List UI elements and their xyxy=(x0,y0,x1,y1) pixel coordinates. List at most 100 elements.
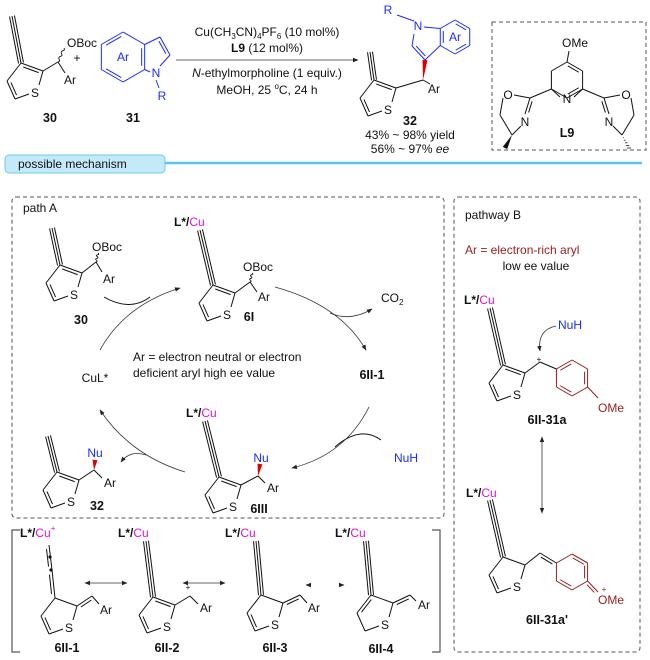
double-bond xyxy=(155,600,171,608)
bond xyxy=(502,556,526,566)
bond xyxy=(388,602,394,618)
double-bond xyxy=(567,65,580,73)
bond xyxy=(246,612,256,632)
wavy-bond xyxy=(249,272,254,283)
bond xyxy=(571,580,588,591)
triple-bond xyxy=(491,499,506,557)
bond xyxy=(54,597,78,607)
atom-label-oboc: OBoc xyxy=(67,36,97,50)
nuh-label: NuH xyxy=(558,318,582,332)
bond xyxy=(57,61,66,74)
bond xyxy=(551,88,568,99)
lone-dot xyxy=(48,555,52,559)
curved-arrow-tail xyxy=(334,433,382,448)
triple-bond xyxy=(367,540,374,595)
bond xyxy=(76,595,93,607)
bond xyxy=(571,553,588,564)
section-tab xyxy=(4,154,166,174)
double-bond xyxy=(492,384,499,398)
lone-dot xyxy=(49,568,53,572)
bond xyxy=(51,569,56,599)
double-bond xyxy=(48,574,53,595)
bond xyxy=(499,114,513,136)
bond xyxy=(440,45,456,55)
condition-ligand: L9 (12 mol%) xyxy=(231,41,303,55)
pathway-b-note-line1: Ar = electron-rich aryl xyxy=(465,243,579,257)
bond xyxy=(513,94,531,99)
wedge-bond xyxy=(257,463,263,476)
bond xyxy=(364,625,380,632)
bond xyxy=(138,596,154,616)
compound-label-32: 32 xyxy=(90,499,104,513)
atom-label-n: N xyxy=(414,19,423,33)
bond xyxy=(40,597,56,617)
bond xyxy=(356,594,372,614)
bond xyxy=(95,261,103,273)
double-bond xyxy=(559,363,572,371)
double-bond xyxy=(572,557,585,565)
double-bond xyxy=(559,579,572,587)
bond xyxy=(42,471,58,491)
ligand-copper-label: L*/Cu+ xyxy=(20,524,56,540)
path-a-box xyxy=(11,196,445,519)
bond xyxy=(50,502,66,509)
bond xyxy=(587,386,599,399)
triple-bond xyxy=(49,228,59,266)
triple-bond xyxy=(9,16,20,64)
double-bond xyxy=(361,599,372,613)
bond xyxy=(45,282,55,302)
atom-label-s: S xyxy=(513,388,521,402)
bond xyxy=(278,602,284,618)
double-bond xyxy=(601,101,606,113)
carbocation-charge: + xyxy=(537,355,542,364)
bond xyxy=(356,612,366,632)
bond xyxy=(204,476,220,496)
triple-bond xyxy=(202,421,218,478)
double-bond xyxy=(142,616,149,630)
triple-bond xyxy=(45,436,56,473)
bond xyxy=(159,54,171,67)
atom-label-oboc: OBoc xyxy=(243,260,273,274)
compound-label-32: 32 xyxy=(403,114,417,128)
double-bond xyxy=(105,36,122,46)
reaction-arrow xyxy=(329,308,373,318)
bracket-right xyxy=(432,529,441,653)
bond xyxy=(20,62,44,72)
path-a-note-line1: Ar = electron neutral or electron xyxy=(133,350,301,364)
bond xyxy=(155,79,160,89)
bond xyxy=(367,110,383,117)
double-bond xyxy=(286,598,299,605)
bond xyxy=(56,471,80,481)
bond xyxy=(370,594,394,604)
bond xyxy=(240,475,259,486)
atom-label-ar: Ar xyxy=(103,272,115,286)
ligand-copper-label: L*/Cu xyxy=(186,406,217,420)
double-bond xyxy=(540,556,553,565)
double-bond xyxy=(505,368,521,376)
bond xyxy=(6,62,22,82)
atom-label-ar: Ar xyxy=(267,481,279,495)
bond xyxy=(520,564,526,580)
wedge-bond xyxy=(92,459,98,470)
bond xyxy=(587,580,599,593)
path-a-note-line2: deficient aryl high ee value xyxy=(133,366,275,380)
bond xyxy=(101,69,124,83)
double-bond xyxy=(45,549,50,567)
bond-layer xyxy=(6,14,635,653)
bond xyxy=(488,382,498,402)
bond xyxy=(409,594,417,602)
bond xyxy=(174,595,191,606)
bond xyxy=(170,604,176,620)
triple-bond xyxy=(491,307,506,365)
bond xyxy=(424,45,441,61)
bond xyxy=(204,494,214,514)
yield-range: 43% ~ 98% yield xyxy=(365,128,455,142)
atom-label-ome: OMe xyxy=(598,593,624,607)
double-bond xyxy=(62,268,78,276)
bond xyxy=(511,125,522,136)
bond xyxy=(573,88,583,98)
triple-bond xyxy=(363,541,370,596)
bond xyxy=(40,615,50,635)
atom-label-s: S xyxy=(163,620,171,634)
double-bond xyxy=(10,82,17,96)
